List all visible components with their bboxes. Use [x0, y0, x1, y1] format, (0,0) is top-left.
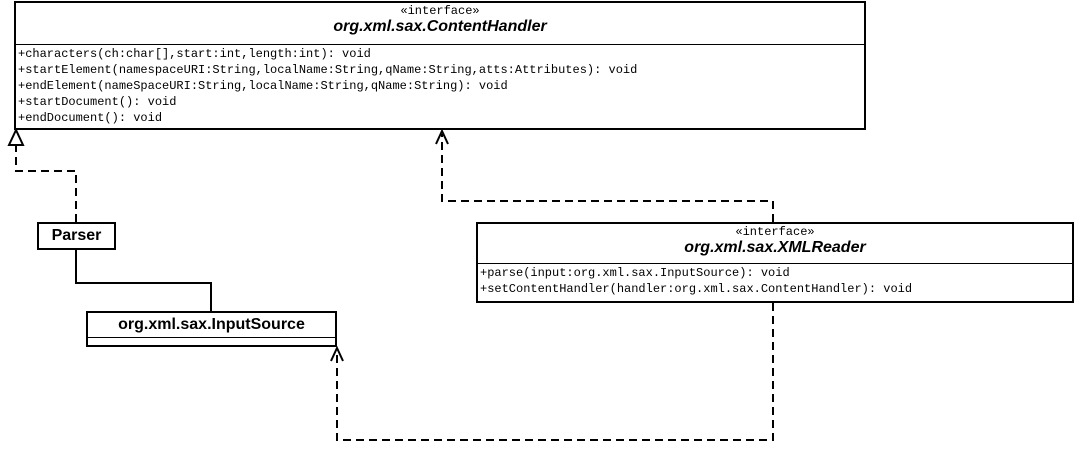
xml-reader-stereotype: «interface» — [735, 225, 815, 239]
xml-reader-header: «interface» org.xml.sax.XMLReader — [478, 224, 1072, 264]
operation-parse: +parse(input:org.xml.sax.InputSource): v… — [480, 266, 790, 280]
xml-reader-input-source-dependency — [336, 303, 774, 441]
dependency-arrowhead-content-handler — [435, 128, 449, 145]
realization-arrowhead — [7, 127, 25, 146]
content-handler-header: «interface» org.xml.sax.ContentHandler — [16, 3, 864, 45]
operation-set-content-handler: +setContentHandler(handler:org.xml.sax.C… — [480, 282, 913, 296]
operation-start-document: +startDocument(): void — [18, 95, 177, 109]
content-handler-stereotype: «interface» — [400, 4, 480, 18]
content-handler-class: «interface» org.xml.sax.ContentHandler +… — [14, 1, 866, 130]
xml-reader-operations: +parse(input:org.xml.sax.InputSource): v… — [478, 264, 1072, 297]
xml-reader-name: org.xml.sax.XMLReader — [684, 239, 866, 256]
content-handler-name: org.xml.sax.ContentHandler — [333, 18, 547, 35]
operation-characters: +characters(ch:char[],start:int,length:i… — [18, 47, 371, 61]
parser-realization-edge — [15, 145, 77, 222]
operation-start-element: +startElement(namespaceURI:String,localN… — [18, 63, 638, 77]
parser-name: Parser — [51, 227, 102, 244]
parser-input-source-association — [75, 250, 212, 311]
parser-class: Parser — [37, 222, 116, 250]
content-handler-operations: +characters(ch:char[],start:int,length:i… — [16, 45, 864, 126]
input-source-class: org.xml.sax.InputSource — [86, 311, 337, 347]
dependency-arrowhead-input-source — [330, 345, 344, 362]
xml-reader-content-handler-dependency — [441, 134, 774, 222]
operation-end-document: +endDocument(): void — [18, 111, 163, 125]
operation-end-element: +endElement(nameSpaceURI:String,localNam… — [18, 79, 508, 93]
input-source-name: org.xml.sax.InputSource — [88, 313, 335, 338]
xml-reader-class: «interface» org.xml.sax.XMLReader +parse… — [476, 222, 1074, 303]
